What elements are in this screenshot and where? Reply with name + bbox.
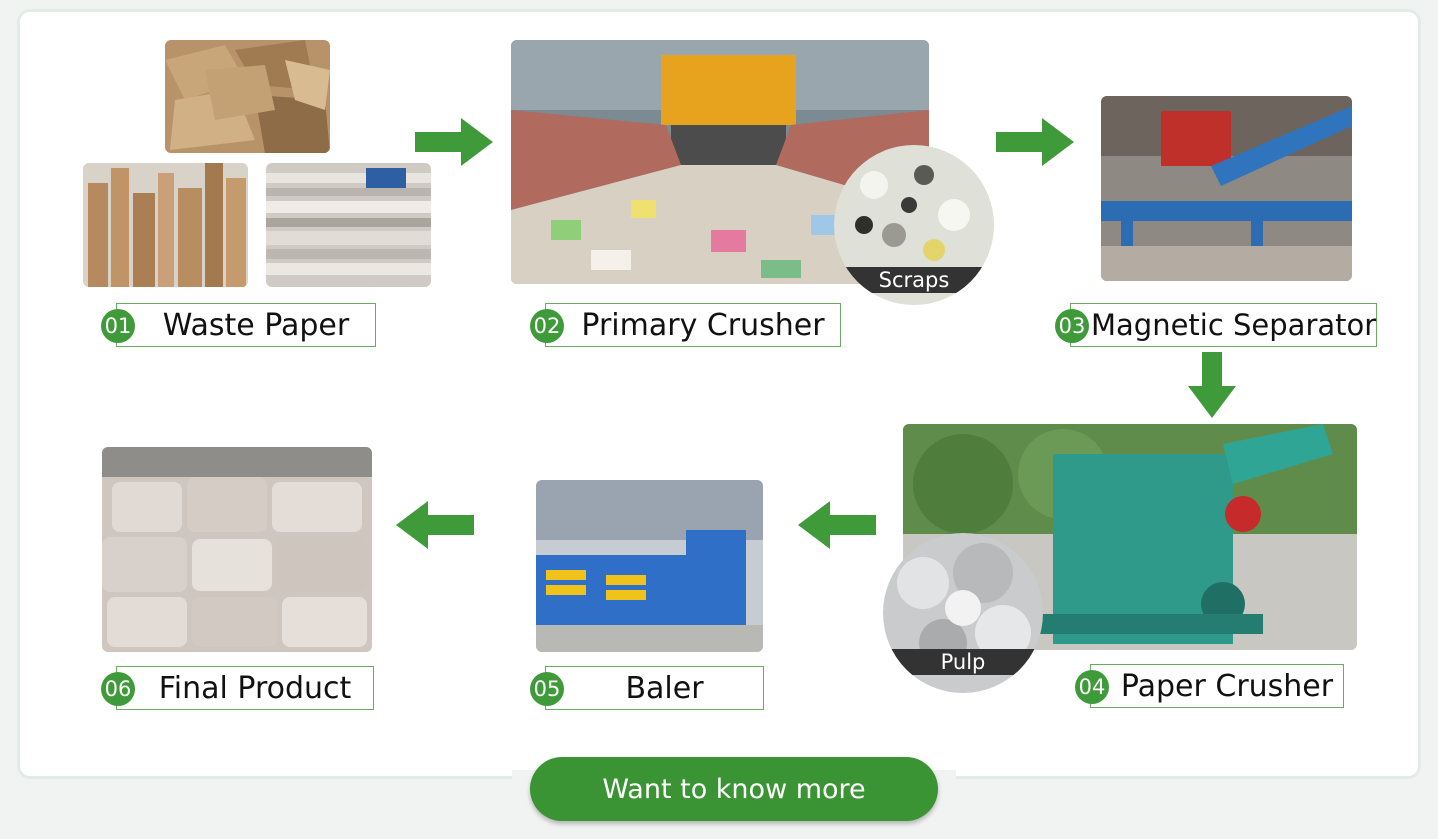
baler-image <box>536 480 763 652</box>
step-title: Primary Crusher <box>581 307 825 343</box>
step-number-badge: 01 <box>101 309 135 343</box>
arrow-right-icon <box>415 118 493 166</box>
cardboard-scraps-image <box>165 40 330 153</box>
step-number-badge: 04 <box>1075 670 1109 704</box>
step-label-waste-paper: 01 Waste Paper <box>101 303 376 347</box>
arrow-down-icon <box>1188 352 1236 418</box>
step-label-primary-crusher: 02 Primary Crusher <box>530 303 841 347</box>
step-label-magnetic-separator: 03 Magnetic Separator <box>1055 303 1377 347</box>
step-title: Magnetic Separator <box>1091 308 1377 342</box>
arrow-left-icon <box>798 501 876 549</box>
scraps-caption: Scraps <box>834 267 994 293</box>
newspaper-stack-image <box>266 163 431 287</box>
pulp-caption: Pulp <box>883 649 1043 675</box>
step-number-badge: 02 <box>530 309 564 343</box>
step-title: Waste Paper <box>162 307 350 343</box>
step-number-badge: 03 <box>1055 309 1089 343</box>
step-title: Baler <box>625 670 704 706</box>
step-label-paper-crusher: 04 Paper Crusher <box>1075 664 1344 708</box>
magnetic-separator-image <box>1101 96 1352 281</box>
step-number-badge: 05 <box>530 672 564 706</box>
step-title: Final Product <box>158 670 352 706</box>
step-label-baler: 05 Baler <box>530 666 764 710</box>
scraps-inset-image: Scraps <box>834 145 994 305</box>
step-label-final-product: 06 Final Product <box>101 666 374 710</box>
pulp-inset-image: Pulp <box>883 533 1043 693</box>
arrow-left-icon <box>396 501 474 549</box>
step-title: Paper Crusher <box>1120 668 1334 704</box>
want-to-know-more-button[interactable]: Want to know more <box>530 757 938 821</box>
arrow-right-icon <box>996 118 1074 166</box>
final-product-bales-image <box>102 447 372 652</box>
paper-tubes-image <box>83 163 248 287</box>
step-number-badge: 06 <box>101 672 135 706</box>
